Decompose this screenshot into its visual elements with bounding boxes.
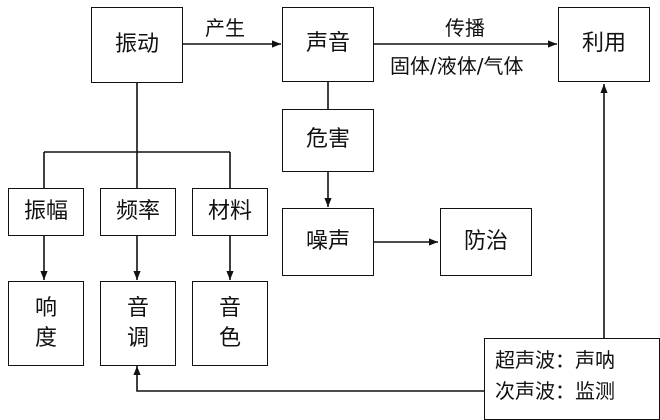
node-material: 材料 <box>192 188 268 236</box>
node-sound-label: 声音 <box>305 31 350 57</box>
edge-label-media: 固体/液体/气体 <box>390 54 524 78</box>
node-prevention-label: 防治 <box>463 228 508 254</box>
ultrasound-infrasound-note: 超声波：声呐 次声波：监测 <box>484 338 660 420</box>
edge-note-to-pitch <box>133 366 484 392</box>
node-harm-label: 危害 <box>305 127 350 153</box>
note-line-infrasound: 次声波：监测 <box>495 379 615 403</box>
node-pitch-char-2: 调 <box>126 325 149 351</box>
edge-label-produce: 产生 <box>205 16 245 40</box>
node-pitch: 音 调 <box>100 281 176 366</box>
node-timbre-char-2: 色 <box>218 325 241 351</box>
node-harm: 危害 <box>282 109 374 172</box>
node-noise: 噪声 <box>282 208 374 276</box>
node-frequency: 频率 <box>100 188 176 236</box>
node-frequency-label: 频率 <box>115 198 160 224</box>
edge-label-propagate: 传播 <box>445 16 485 40</box>
node-loudness-char-1: 响 <box>34 295 57 321</box>
node-amplitude: 振幅 <box>8 188 84 236</box>
node-vibration-label: 振动 <box>114 31 159 57</box>
node-noise-label: 噪声 <box>305 228 350 254</box>
node-prevention: 防治 <box>440 208 532 276</box>
node-vibration: 振动 <box>91 7 183 83</box>
node-amplitude-label: 振幅 <box>23 198 68 224</box>
node-timbre-char-1: 音 <box>218 295 241 321</box>
node-pitch-char-1: 音 <box>126 295 149 321</box>
node-timbre: 音 色 <box>192 281 268 366</box>
note-line-ultrasound: 超声波：声呐 <box>495 348 615 372</box>
node-use: 利用 <box>558 7 650 82</box>
node-material-label: 材料 <box>207 198 252 224</box>
node-use-label: 利用 <box>581 31 626 57</box>
node-sound: 声音 <box>282 7 374 82</box>
node-loudness: 响 度 <box>8 281 84 366</box>
node-loudness-char-2: 度 <box>34 325 57 351</box>
